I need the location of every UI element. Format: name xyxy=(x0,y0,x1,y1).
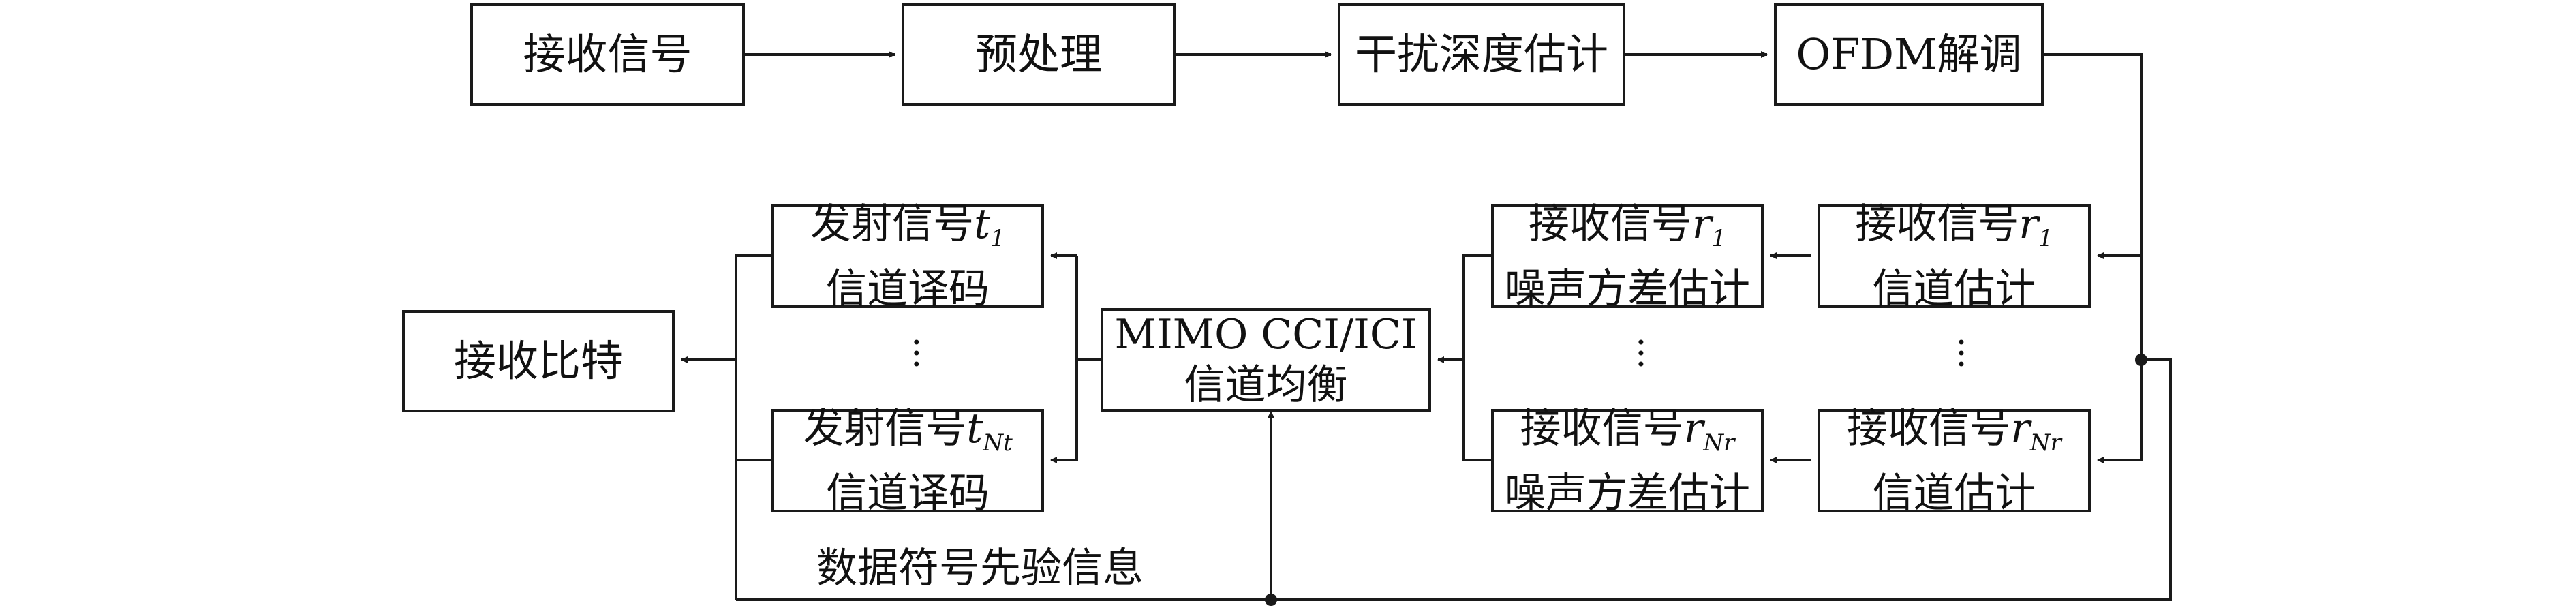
tx-decode-1-line1: 发射信号t1 xyxy=(810,200,1005,252)
prior-info-label: 数据符号先验信息 xyxy=(816,545,1144,592)
chan-est-n-line2: 信道估计 xyxy=(1872,469,2036,517)
decode-ellipsis: · · · xyxy=(910,321,923,386)
ofdm-demod-label: OFDM解调 xyxy=(1796,29,2022,79)
tx-decode-1-block: 发射信号t1 信道译码 xyxy=(771,200,1044,313)
interference-depth-label: 干扰深度估计 xyxy=(1354,29,1608,79)
receive-signal-label: 接收信号 xyxy=(523,29,692,79)
interference-depth-block: 干扰深度估计 xyxy=(1338,3,1625,106)
noise-var-n-block: 接收信号rNr 噪声方差估计 xyxy=(1491,405,1764,517)
edge-split-to-decode-n xyxy=(1050,360,1078,463)
noise-var-1-line1: 接收信号r1 xyxy=(1528,200,1727,252)
noise-var-n-line2: 噪声方差估计 xyxy=(1505,469,1750,517)
edge-ofdm-down-bus xyxy=(2044,53,2143,360)
receive-signal-block: 接收信号 xyxy=(470,3,745,106)
noise-ellipsis: · · · xyxy=(1635,321,1647,386)
chan-ellipsis: · · · xyxy=(1955,321,1967,386)
preprocess-label: 预处理 xyxy=(975,29,1102,79)
mimo-equalizer-line2: 信道均衡 xyxy=(1184,361,1348,409)
ofdm-demod-block: OFDM解调 xyxy=(1774,3,2044,106)
edge-bus-to-chanest-n xyxy=(2097,360,2143,463)
preprocess-block: 预处理 xyxy=(902,3,1176,106)
chan-est-1-line1: 接收信号r1 xyxy=(1855,200,2053,252)
edge-feedback-loop xyxy=(736,358,2172,601)
junction-dot-bottom xyxy=(1265,594,1277,606)
received-bits-block: 接收比特 xyxy=(402,310,675,412)
chan-est-1-line2: 信道估计 xyxy=(1872,264,2036,313)
noise-var-n-line1: 接收信号rNr xyxy=(1520,404,1735,457)
noise-var-1-line2: 噪声方差估计 xyxy=(1505,264,1750,313)
tx-decode-n-line1: 发射信号tNt xyxy=(803,404,1013,457)
edge-noise1-merge xyxy=(1462,254,1491,461)
tx-decode-n-block: 发射信号tNt 信道译码 xyxy=(771,405,1044,517)
chan-est-1-block: 接收信号r1 信道估计 xyxy=(1818,200,2091,313)
mimo-equalizer-line1: MIMO CCI/ICI xyxy=(1114,311,1417,358)
chan-est-n-line1: 接收信号rNr xyxy=(1847,404,2061,457)
noise-var-1-block: 接收信号r1 噪声方差估计 xyxy=(1491,200,1764,313)
edge-mimo-split xyxy=(1075,256,1101,361)
junction-dot-right xyxy=(2135,354,2147,366)
received-bits-label: 接收比特 xyxy=(453,336,623,386)
chan-est-n-block: 接收信号rNr 信道估计 xyxy=(1818,405,2091,517)
tx-decode-n-line2: 信道译码 xyxy=(826,469,990,517)
edge-decode-merge xyxy=(735,254,771,600)
tx-decode-1-line2: 信道译码 xyxy=(826,264,990,313)
mimo-equalizer-block: MIMO CCI/ICI 信道均衡 xyxy=(1101,308,1431,412)
